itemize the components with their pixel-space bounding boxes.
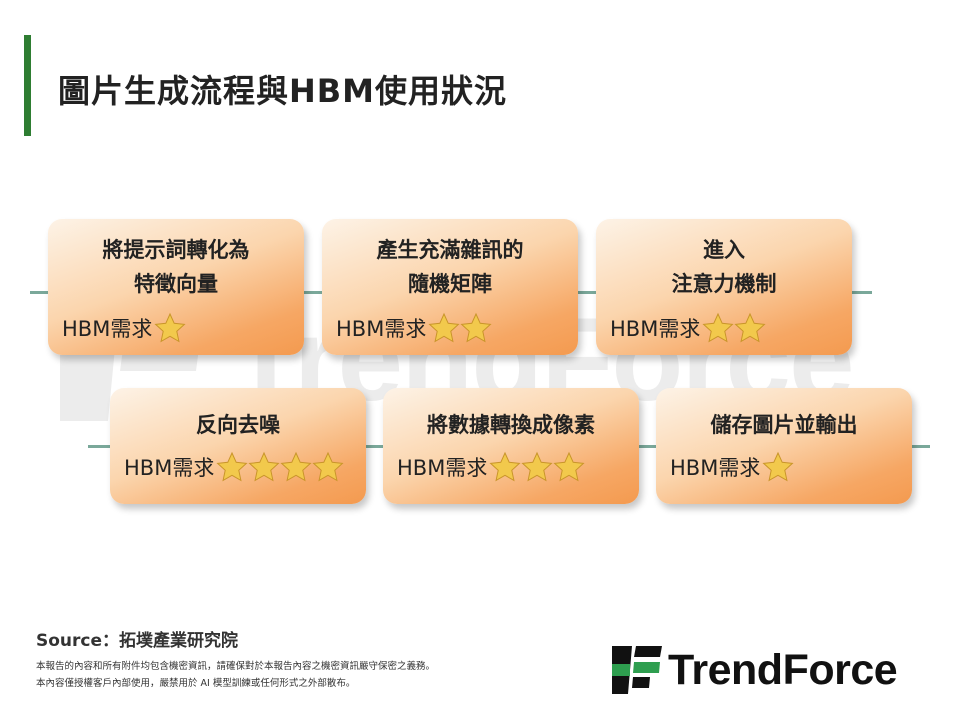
star-icon bbox=[734, 312, 766, 343]
star-icon bbox=[154, 312, 186, 343]
star-rating bbox=[702, 312, 766, 344]
star-icon bbox=[702, 312, 734, 343]
hbm-label: HBM需求 bbox=[670, 456, 761, 480]
star-icon bbox=[312, 451, 344, 482]
star-icon bbox=[521, 451, 553, 482]
hbm-label: HBM需求 bbox=[336, 317, 427, 341]
star-icon bbox=[489, 451, 521, 482]
title-accent-bar bbox=[24, 35, 31, 136]
hbm-requirement: HBM需求 bbox=[670, 451, 794, 483]
star-icon bbox=[553, 451, 585, 482]
star-rating bbox=[428, 312, 492, 344]
hbm-label: HBM需求 bbox=[124, 456, 215, 480]
step-title: 反向去噪 bbox=[196, 413, 280, 437]
step-card-5: 將數據轉換成像素 HBM需求 bbox=[383, 388, 639, 504]
star-rating bbox=[762, 451, 794, 483]
hbm-requirement: HBM需求 bbox=[124, 451, 344, 483]
hbm-label: HBM需求 bbox=[610, 317, 701, 341]
step-card-6: 儲存圖片並輸出 HBM需求 bbox=[656, 388, 912, 504]
star-icon bbox=[280, 451, 312, 482]
hbm-label: HBM需求 bbox=[397, 456, 488, 480]
star-icon bbox=[216, 451, 248, 482]
hbm-label: HBM需求 bbox=[62, 317, 153, 341]
star-icon bbox=[248, 451, 280, 482]
step-title: 將提示詞轉化為 特徵向量 bbox=[102, 238, 250, 296]
star-icon bbox=[428, 312, 460, 343]
star-icon bbox=[460, 312, 492, 343]
step-title: 進入 注意力機制 bbox=[671, 238, 777, 296]
star-rating bbox=[216, 451, 344, 483]
hbm-requirement: HBM需求 bbox=[62, 312, 186, 344]
star-rating bbox=[154, 312, 186, 344]
logo-text: TrendForce bbox=[668, 646, 898, 694]
source-note: Source：拓墣產業研究院 bbox=[36, 631, 239, 651]
hbm-requirement: HBM需求 bbox=[610, 312, 766, 344]
step-title: 產生充滿雜訊的 隨機矩陣 bbox=[376, 238, 524, 296]
step-title: 將數據轉換成像素 bbox=[427, 413, 595, 437]
step-card-2: 產生充滿雜訊的 隨機矩陣 HBM需求 bbox=[322, 219, 578, 355]
trendforce-logo: TrendForce bbox=[610, 646, 940, 696]
step-card-3: 進入 注意力機制 HBM需求 bbox=[596, 219, 852, 355]
hbm-requirement: HBM需求 bbox=[336, 312, 492, 344]
step-card-1: 將提示詞轉化為 特徵向量 HBM需求 bbox=[48, 219, 304, 355]
hbm-requirement: HBM需求 bbox=[397, 451, 585, 483]
step-card-4: 反向去噪 HBM需求 bbox=[110, 388, 366, 504]
page-title: 圖片生成流程與HBM使用狀況 bbox=[58, 72, 508, 110]
disclaimer-line-1: 本報告的內容和所有附件均包含機密資訊，請確保對於本報告內容之機密資訊嚴守保密之義… bbox=[36, 661, 436, 672]
trendforce-logo-icon bbox=[612, 646, 662, 694]
step-title: 儲存圖片並輸出 bbox=[710, 413, 858, 437]
star-rating bbox=[489, 451, 585, 483]
star-icon bbox=[762, 451, 794, 482]
disclaimer-line-2: 本內容僅授權客戶內部使用，嚴禁用於 AI 模型訓練或任何形式之外部散布。 bbox=[36, 678, 356, 689]
